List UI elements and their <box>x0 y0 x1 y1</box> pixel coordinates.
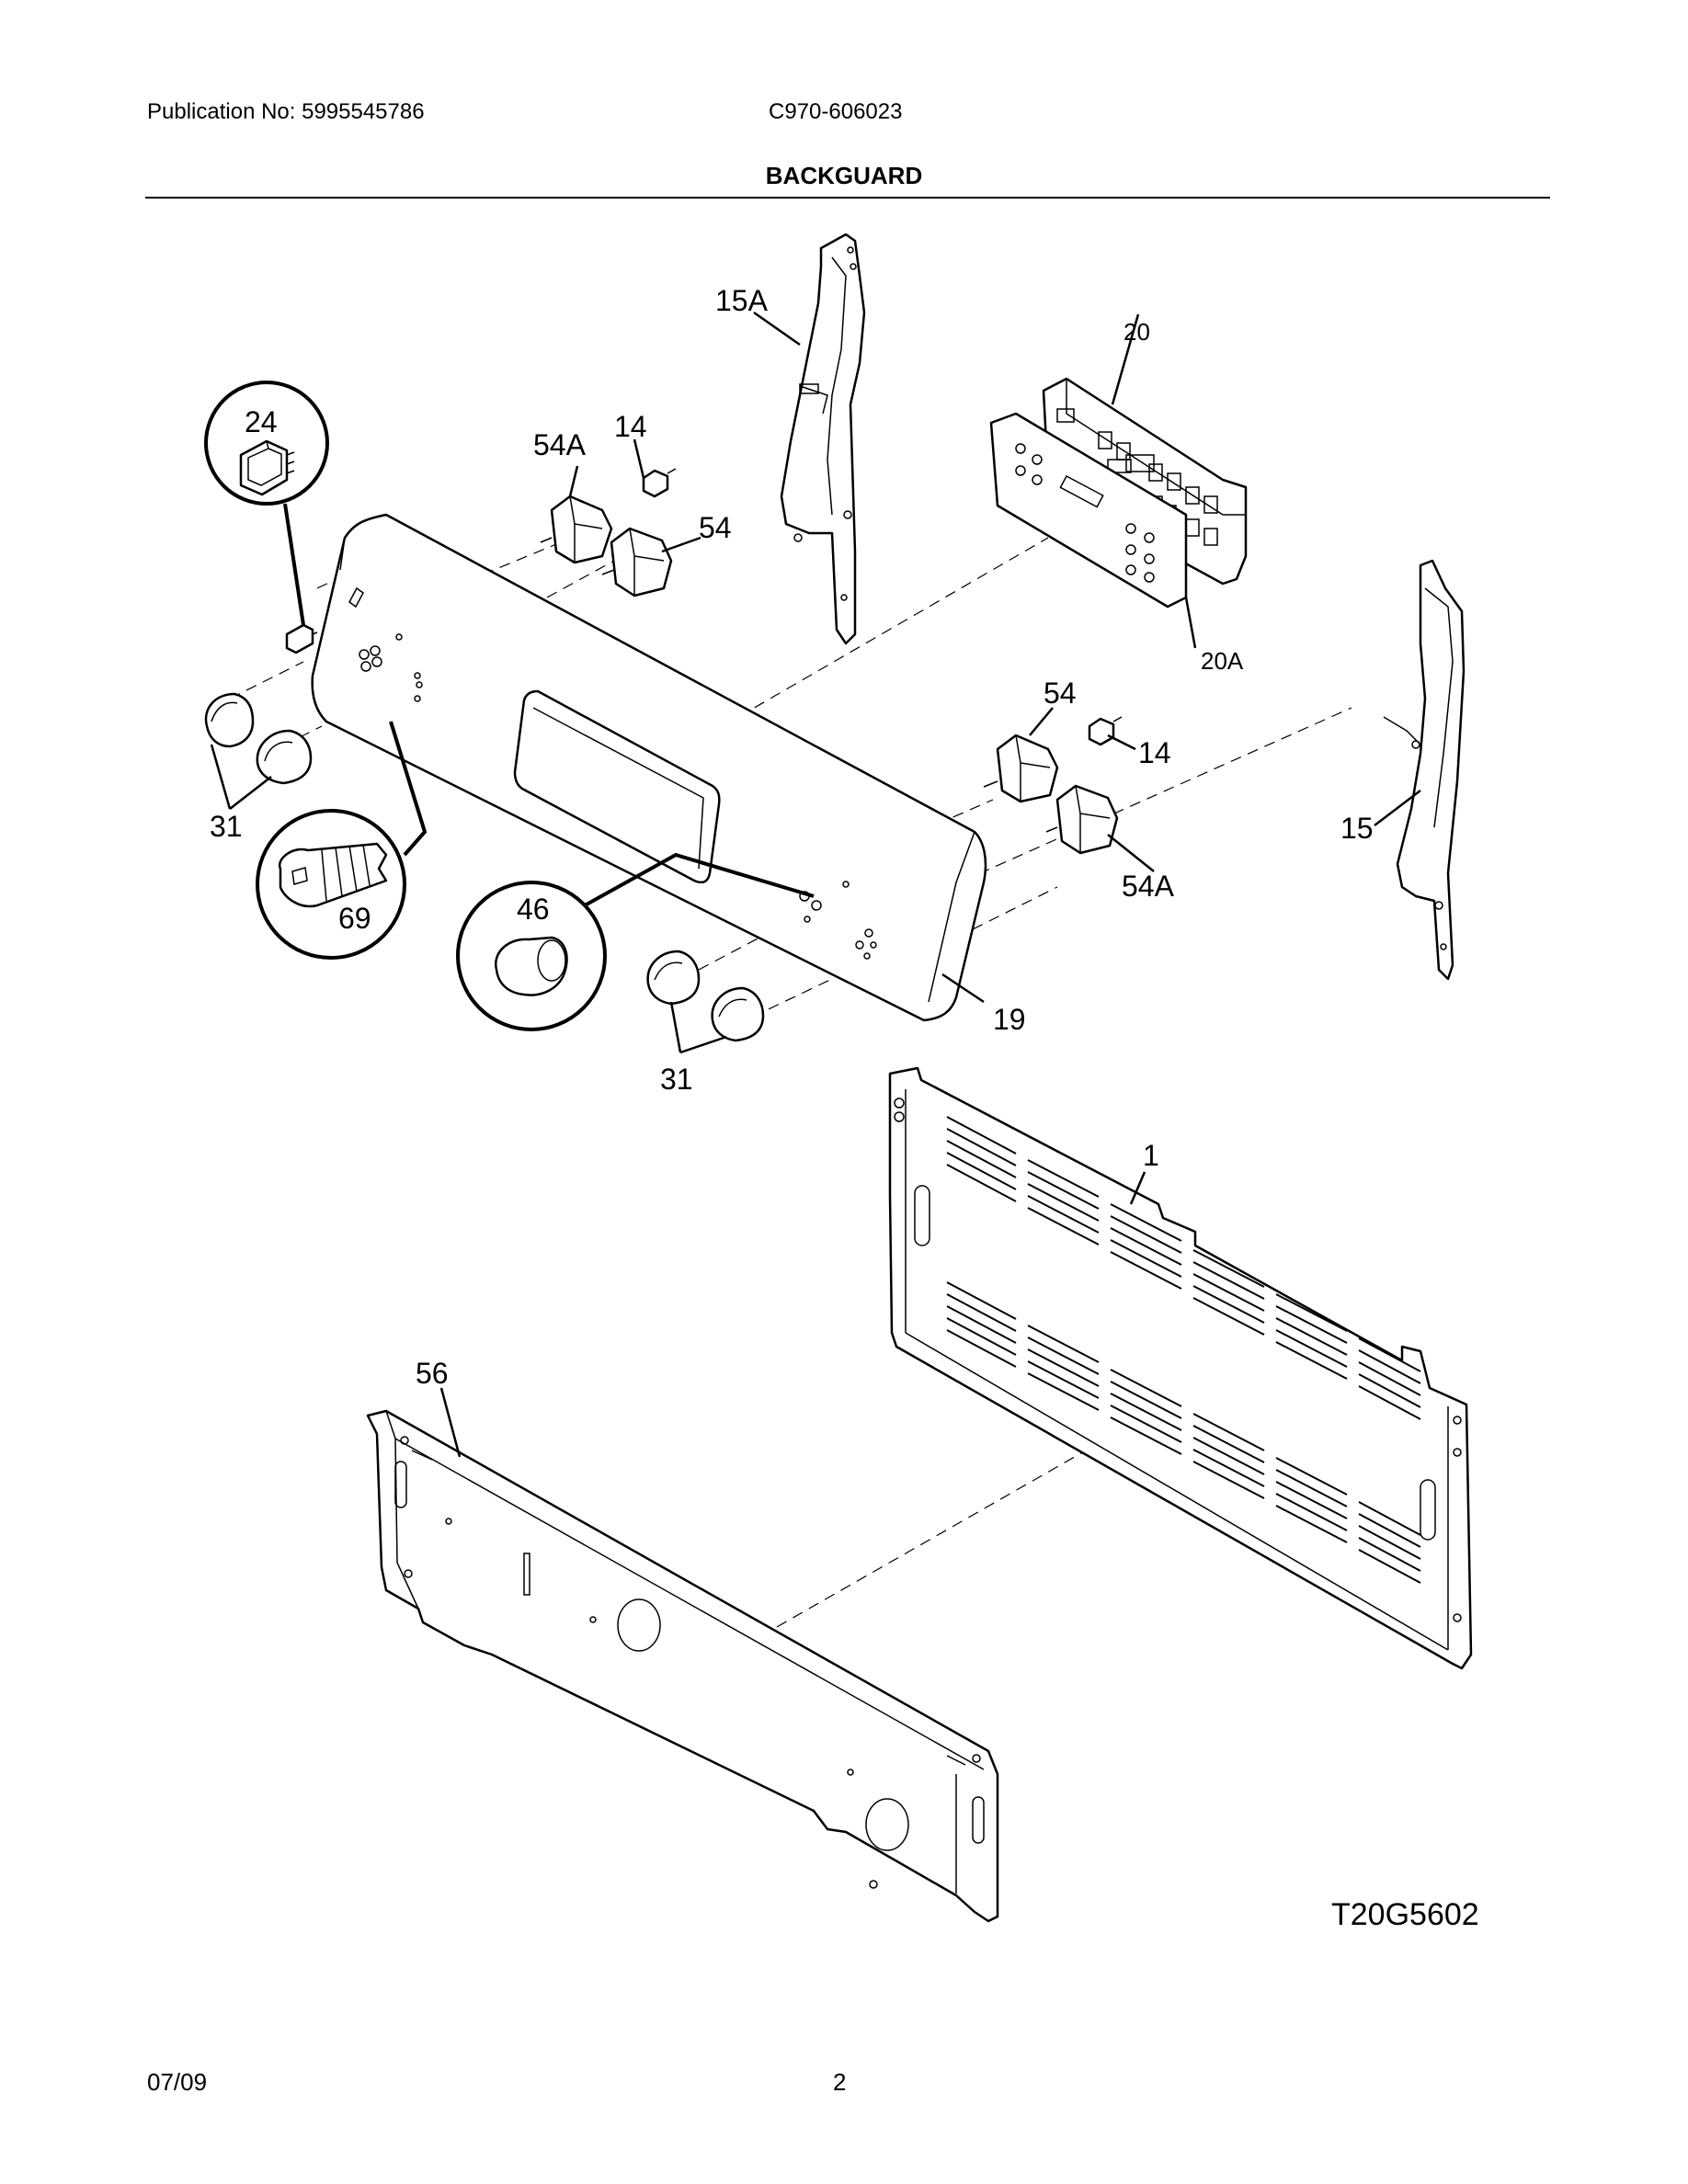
page-title: BACKGUARD <box>765 162 923 189</box>
detail-circle-46 <box>456 852 815 1031</box>
knob-31-lower-left <box>256 729 313 785</box>
callout-20: 20 <box>1123 318 1150 346</box>
callout-46: 46 <box>517 893 550 926</box>
footer-page-number: 2 <box>833 2068 847 2096</box>
callout-labels: 15A 20 24 54A 14 54 20A 54 14 15 54A 31 … <box>210 284 1374 1390</box>
callout-24: 24 <box>245 405 278 438</box>
callout-31-right: 31 <box>660 1063 693 1096</box>
rear-panel-vents <box>946 1116 1421 1584</box>
title-rule <box>145 197 1550 199</box>
callout-54A-lower: 54A <box>1122 870 1175 903</box>
lower-bracket-56 <box>366 1409 999 1923</box>
callout-20A: 20A <box>1201 647 1244 675</box>
end-bracket-15 <box>1383 559 1466 981</box>
knob-31-upper-left <box>204 692 255 748</box>
publication-number: Publication No: 5995545786 <box>147 99 425 124</box>
callout-54-upper: 54 <box>699 511 732 544</box>
callout-14-lower: 14 <box>1138 736 1171 769</box>
detail-circle-24 <box>204 381 329 626</box>
panel-holes <box>359 633 877 960</box>
callout-19: 19 <box>993 1003 1026 1036</box>
rear-panel-1 <box>888 1066 1473 1670</box>
figure-code: T20G5602 <box>1331 1897 1479 1932</box>
callout-56: 56 <box>416 1357 449 1390</box>
knob-31-upper-right <box>646 950 701 1006</box>
callout-54-lower: 54 <box>1044 677 1077 710</box>
switch-54A-upper <box>540 495 613 564</box>
switch-54A-lower <box>1045 784 1119 855</box>
backguard-panel-19 <box>311 513 987 1022</box>
rocker-switch-24 <box>285 623 318 654</box>
switch-54-lower <box>983 734 1059 803</box>
callout-14-upper: 14 <box>614 410 647 443</box>
switch-54-upper <box>601 527 673 597</box>
callout-leaders <box>210 311 1421 1458</box>
switch-14-upper <box>642 468 677 498</box>
knob-31-lower-right <box>711 986 765 1042</box>
footer-date: 07/09 <box>147 2068 208 2096</box>
callout-1: 1 <box>1143 1139 1159 1172</box>
end-bracket-15A <box>780 233 866 645</box>
callout-69: 69 <box>338 902 371 935</box>
callout-15A: 15A <box>715 284 769 317</box>
model-number: C970-606023 <box>769 99 903 124</box>
callout-15: 15 <box>1340 812 1374 845</box>
callout-31-left: 31 <box>210 810 243 843</box>
detail-circle-69 <box>256 721 428 960</box>
callout-54A-upper: 54A <box>533 428 587 461</box>
